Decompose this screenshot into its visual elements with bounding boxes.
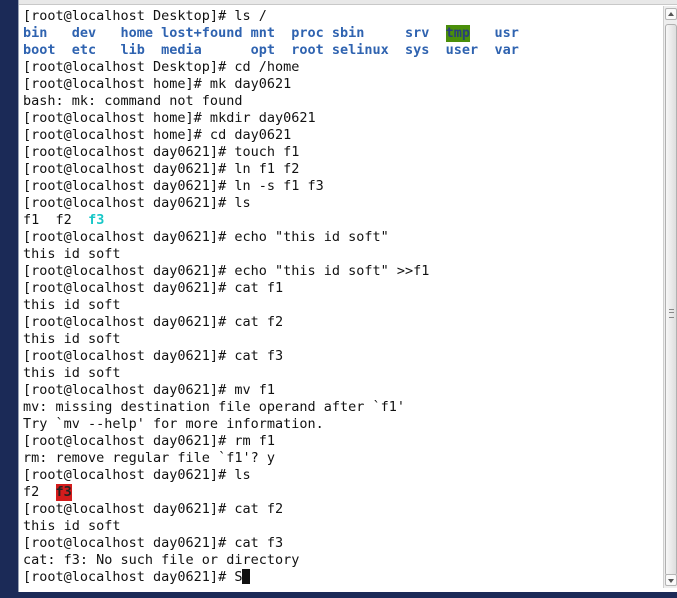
terminal-line: [root@localhost home]# mk day0621 <box>23 76 292 92</box>
terminal-line: [root@localhost home]# cd day0621 <box>23 127 292 143</box>
terminal-line: [root@localhost day0621]# ls <box>23 467 251 483</box>
terminal-line: [root@localhost day0621]# echo "this id … <box>23 229 389 245</box>
terminal-line: mv: missing destination file operand aft… <box>23 399 406 415</box>
terminal-line: this id soft <box>23 365 121 381</box>
ls-entry: boot <box>23 42 56 58</box>
terminal-line: this id soft <box>23 246 121 262</box>
prompt: [root@localhost day0621]# <box>23 569 235 585</box>
terminal-line: [root@localhost day0621]# cat f2 <box>23 314 284 330</box>
terminal-line: [root@localhost day0621]# touch f1 <box>23 144 300 160</box>
terminal-line: [root@localhost day0621]# cat f3 <box>23 535 284 551</box>
ls-output-row: f2 f3 <box>23 484 661 501</box>
scroll-down-arrow-icon[interactable] <box>665 574 677 586</box>
ls-entry: mnt <box>250 25 275 41</box>
terminal-line: this id soft <box>23 331 121 347</box>
terminal-line: [root@localhost day0621]# ln -s f1 f3 <box>23 178 324 194</box>
ls-entry: dev <box>71 25 97 41</box>
ls-entry: opt <box>250 42 275 58</box>
ls-file-entry: f2 <box>23 484 40 500</box>
ls-entry: srv <box>405 25 430 41</box>
ls-output-row: f1 f2 f3 <box>23 212 661 229</box>
terminal-line: this id soft <box>23 297 121 313</box>
terminal-line: [root@localhost Desktop]# ls / <box>23 8 267 24</box>
ls-entry: lib <box>120 42 145 58</box>
terminal-line: rm: remove regular file `f1'? y <box>23 450 275 466</box>
ls-file-entry: f3 <box>55 484 72 501</box>
ls-entry: etc <box>71 42 97 58</box>
ls-file-entry: f2 <box>55 212 72 228</box>
terminal-line: [root@localhost day0621]# cat f2 <box>23 501 284 517</box>
ls-entry: bin <box>23 25 48 41</box>
ls-entry: selinux <box>331 42 389 58</box>
terminal-line: [root@localhost day0621]# ln f1 f2 <box>23 161 300 177</box>
ls-entry: usr <box>494 25 519 41</box>
ls-entry: home <box>120 25 154 41</box>
terminal-line: [root@localhost Desktop]# cd /home <box>23 59 300 75</box>
ls-entry: root <box>291 42 324 58</box>
terminal-line: [root@localhost day0621]# rm f1 <box>23 433 275 449</box>
ls-entry: user <box>445 42 479 58</box>
terminal-window[interactable]: [root@localhost Desktop]# ls /bin dev home… <box>18 0 677 592</box>
ls-file-entry: f3 <box>88 212 105 228</box>
ls-entry: tmp <box>445 25 471 42</box>
active-prompt-line[interactable]: [root@localhost day0621]# S <box>23 569 661 586</box>
terminal-line: [root@localhost day0621]# mv f1 <box>23 382 275 398</box>
ls-file-entry: f1 <box>23 212 40 228</box>
terminal-line: Try `mv --help' for more information. <box>23 416 324 432</box>
window-top-edge <box>19 0 677 5</box>
command-input[interactable]: S <box>234 569 243 585</box>
terminal-line: cat: f3: No such file or directory <box>23 552 300 568</box>
ls-entry: var <box>494 42 519 58</box>
ls-entry: lost+found <box>161 25 243 41</box>
terminal-line: [root@localhost home]# mkdir day0621 <box>23 110 316 126</box>
ls-entry: sys <box>405 42 430 58</box>
scroll-thumb[interactable] <box>665 24 677 576</box>
grip-icon <box>669 309 674 318</box>
terminal-line: [root@localhost day0621]# echo "this id … <box>23 263 430 279</box>
terminal-screen[interactable]: [root@localhost Desktop]# ls /bin dev home… <box>23 8 661 586</box>
terminal-line: [root@localhost day0621]# cat f1 <box>23 280 284 296</box>
ls-entry: proc <box>291 25 324 41</box>
terminal-line: [root@localhost day0621]# cat f3 <box>23 348 284 364</box>
terminal-line: this id soft <box>23 518 121 534</box>
ls-entry: sbin <box>331 25 365 41</box>
scroll-up-arrow-icon[interactable] <box>665 8 677 20</box>
ls-entry: media <box>161 42 202 58</box>
text-cursor <box>242 569 251 584</box>
terminal-line: [root@localhost day0621]# ls <box>23 195 251 211</box>
terminal-line: bash: mk: command not found <box>23 93 243 109</box>
vertical-scrollbar[interactable] <box>663 6 677 588</box>
